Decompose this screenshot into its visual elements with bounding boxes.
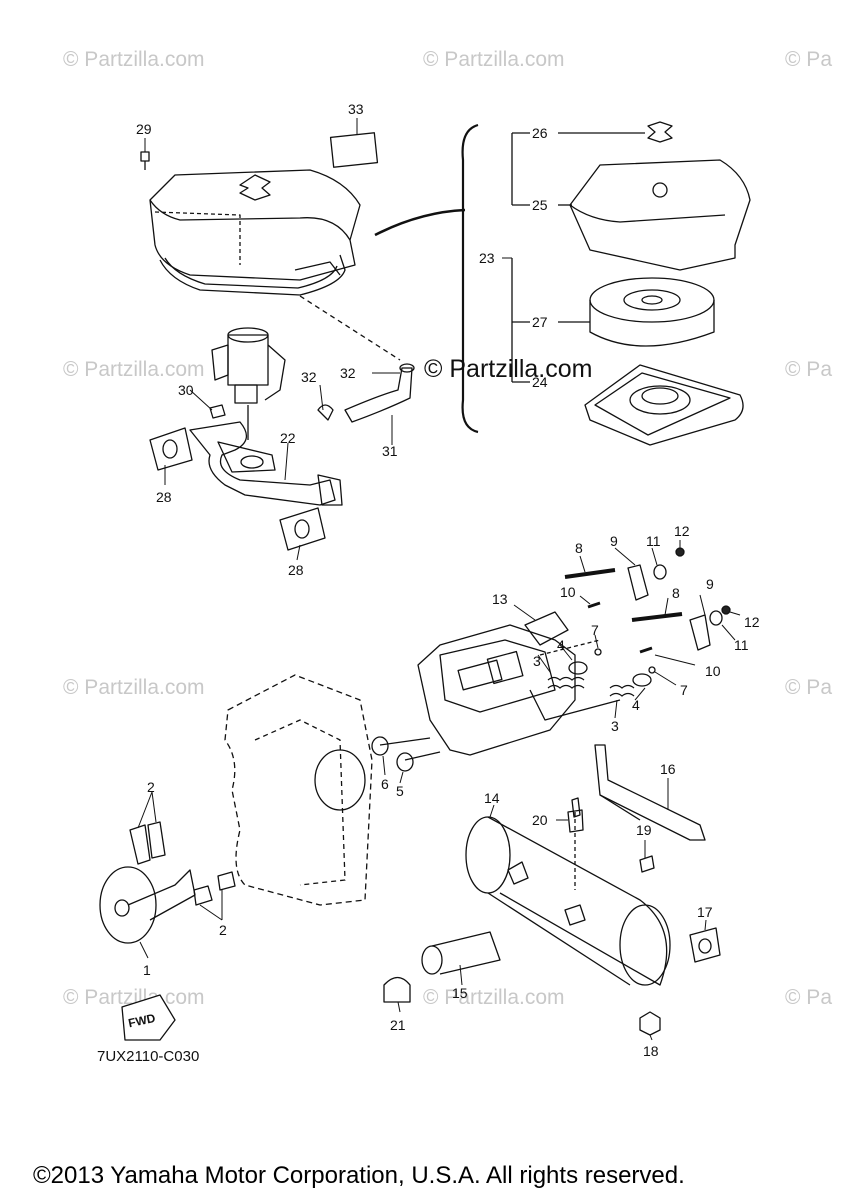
callout-16: 16 <box>660 761 676 777</box>
callout-4: 4 <box>632 697 640 713</box>
lifters-2 <box>129 821 236 906</box>
callout-3: 3 <box>533 653 541 669</box>
callout-7: 7 <box>680 682 688 698</box>
bolt-29 <box>140 151 150 170</box>
watermark: © Partzilla.com <box>63 676 205 699</box>
cover-25 <box>569 159 751 271</box>
hose-31 <box>344 367 413 423</box>
center-watermark: © Partzilla.com <box>424 355 593 383</box>
callout-28: 28 <box>156 489 172 505</box>
callout-33: 33 <box>348 101 364 117</box>
air-cleaner-assembly <box>149 169 361 296</box>
callout-10: 10 <box>705 663 721 679</box>
watermark: © Pa <box>785 48 832 71</box>
callout-28: 28 <box>288 562 304 578</box>
callout-3: 3 <box>611 718 619 734</box>
callout-10: 10 <box>560 584 576 600</box>
carburetor <box>211 327 286 404</box>
element-27 <box>589 277 715 347</box>
callout-20: 20 <box>532 812 548 828</box>
fwd-label: FWD <box>127 1011 157 1030</box>
label-plate-33 <box>329 132 379 168</box>
callout-9: 9 <box>610 533 618 549</box>
callout-8: 8 <box>672 585 680 601</box>
watermark: © Pa <box>785 676 832 699</box>
callout-9: 9 <box>706 576 714 592</box>
callout-25: 25 <box>532 197 548 213</box>
case-24 <box>584 364 744 446</box>
pipe-15 <box>421 931 501 975</box>
valve-6 <box>371 736 431 756</box>
cylinder-head <box>417 624 576 756</box>
callout-19: 19 <box>636 822 652 838</box>
watermark: © Partzilla.com <box>423 986 565 1009</box>
callout-4: 4 <box>557 637 565 653</box>
watermark: © Partzilla.com <box>63 48 205 71</box>
camshaft-1 <box>99 866 196 944</box>
watermark: © Partzilla.com <box>423 48 565 71</box>
callout-29: 29 <box>136 121 152 137</box>
clamp-32b <box>399 363 415 373</box>
breather-13 <box>524 611 569 646</box>
callout-12: 12 <box>744 614 760 630</box>
callout-31: 31 <box>382 443 398 459</box>
callout-2: 2 <box>147 779 155 795</box>
callout-15: 15 <box>452 985 468 1001</box>
cap-26 <box>647 121 673 143</box>
nut-18 <box>639 1011 661 1036</box>
callout-2: 2 <box>219 922 227 938</box>
gasket-28 <box>149 427 193 471</box>
clamp-32 <box>317 404 334 421</box>
callout-27: 27 <box>532 314 548 330</box>
bolt-30 <box>209 404 226 419</box>
gasket-28b <box>279 507 326 551</box>
callout-5: 5 <box>396 783 404 799</box>
gasket-17 <box>689 927 721 963</box>
bracket-16 <box>594 744 706 841</box>
callout-32: 32 <box>340 365 356 381</box>
watermark: © Pa <box>785 358 832 381</box>
callout-7: 7 <box>591 622 599 638</box>
callout-26: 26 <box>532 125 548 141</box>
watermark: © Partzilla.com <box>63 986 205 1009</box>
copyright-notice: ©2013 Yamaha Motor Corporation, U.S.A. A… <box>33 1162 685 1189</box>
callout-13: 13 <box>492 591 508 607</box>
callout-18: 18 <box>643 1043 659 1059</box>
callout-22: 22 <box>280 430 296 446</box>
callout-21: 21 <box>390 1017 406 1033</box>
callout-17: 17 <box>697 904 713 920</box>
watermark: © Partzilla.com <box>63 358 205 381</box>
callout-12: 12 <box>674 523 690 539</box>
callout-30: 30 <box>178 382 194 398</box>
clamp-21 <box>383 976 411 1003</box>
callout-24: 24 <box>532 374 548 390</box>
group-bracket <box>461 123 479 434</box>
callout-11: 11 <box>734 637 749 653</box>
watermark: © Pa <box>785 986 832 1009</box>
callout-6: 6 <box>381 776 389 792</box>
muffler-14 <box>465 816 671 986</box>
callout-14: 14 <box>484 790 500 806</box>
manifold-22 <box>189 421 343 506</box>
fwd-arrow <box>121 994 176 1041</box>
diagram-code: 7UX2110-C030 <box>97 1048 200 1065</box>
callout-11: 11 <box>646 533 661 549</box>
valve-5 <box>396 751 441 772</box>
callout-1: 1 <box>143 962 151 978</box>
callout-32: 32 <box>301 369 317 385</box>
callout-8: 8 <box>575 540 583 556</box>
callout-23: 23 <box>479 250 495 266</box>
crankcase <box>224 674 373 906</box>
